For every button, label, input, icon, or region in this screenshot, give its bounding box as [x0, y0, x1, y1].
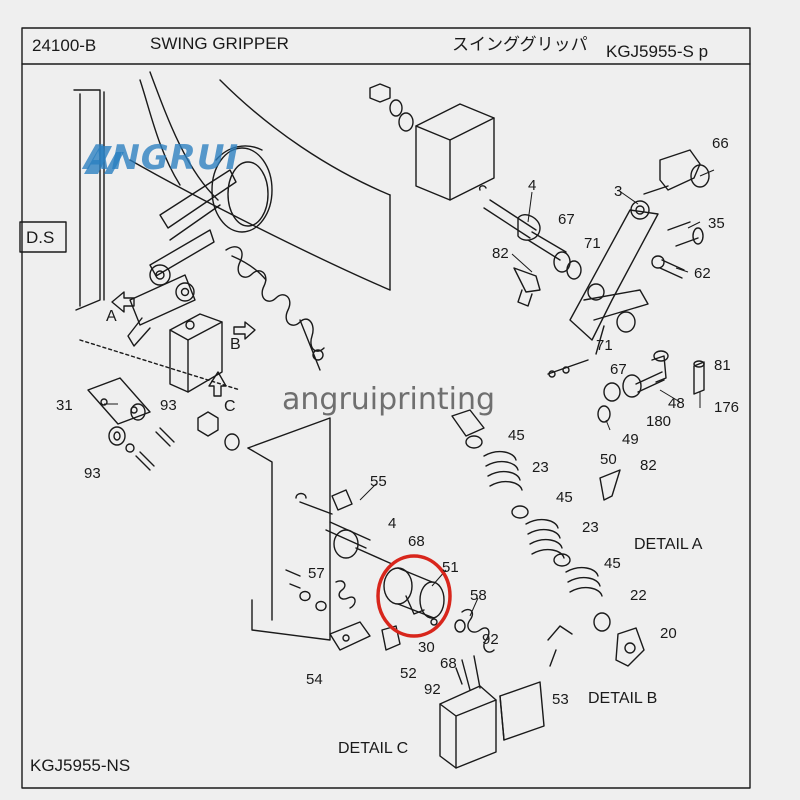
brand-logo: ANGRUI — [84, 138, 240, 178]
callout-4-lower: 4 — [388, 515, 397, 532]
detail-c-parts — [285, 489, 545, 769]
ds-tag: D.S — [26, 228, 55, 247]
drawing-title-jp: スインググリッパ — [452, 35, 588, 54]
cam-disc — [211, 145, 273, 233]
callout-67: 67 — [558, 211, 575, 228]
collar-51 — [383, 567, 445, 619]
swing-arm-linkage — [127, 169, 237, 347]
callout-66: 66 — [712, 135, 729, 152]
callout-51: 51 — [442, 559, 459, 576]
callout-54: 54 — [306, 671, 323, 688]
nuts-and-washers — [197, 411, 240, 451]
callout-180: 180 — [646, 413, 672, 430]
callout-45-b: 45 — [556, 489, 573, 506]
tension-spring — [225, 246, 325, 371]
callout-31: 31 — [56, 397, 73, 414]
swing-arm-detail-a — [569, 149, 710, 341]
callout-68-lower: 68 — [440, 655, 457, 672]
callout-22: 22 — [630, 587, 647, 604]
detail-c-title: DETAIL C — [338, 740, 409, 757]
callout-23-b: 23 — [582, 519, 599, 536]
view-arrow-c — [208, 371, 227, 397]
callout-55: 55 — [370, 473, 387, 490]
callout-82-lower: 82 — [640, 457, 657, 474]
callout-3: 3 — [614, 183, 623, 200]
callout-82: 82 — [492, 245, 509, 262]
view-arrow-b — [233, 321, 256, 340]
side-frame — [73, 89, 105, 311]
top-nut-stack — [369, 83, 414, 132]
callout-93-b: 93 — [84, 465, 101, 482]
callout-176: 176 — [714, 399, 740, 416]
view-label-a: A — [106, 308, 117, 325]
callout-4: 4 — [528, 177, 537, 194]
spring-stack-detail-b — [451, 409, 645, 667]
callout-62: 62 — [694, 265, 711, 282]
callout-68: 68 — [408, 533, 425, 550]
bolt-82-top — [513, 267, 541, 307]
callout-45-a: 45 — [508, 427, 525, 444]
stud-48-81 — [603, 350, 705, 402]
pin-35-bolt-62 — [651, 221, 704, 279]
callout-81: 81 — [714, 357, 731, 374]
callout-20: 20 — [660, 625, 677, 642]
callout-45-c: 45 — [604, 555, 621, 572]
bracket-31 — [79, 339, 241, 425]
callout-48: 48 — [668, 395, 685, 412]
detail-a-title: DETAIL A — [634, 536, 703, 553]
footer-part-reference: KGJ5955-NS — [30, 756, 131, 775]
sheet-border — [21, 27, 751, 789]
drawing-title: SWING GRIPPER — [150, 34, 289, 53]
roller-67-pin-71 — [547, 311, 636, 378]
highlight-circle — [376, 554, 452, 638]
callout-58: 58 — [470, 587, 487, 604]
callout-leaders — [104, 169, 715, 617]
logo-icon — [84, 146, 124, 174]
callout-93-a: 93 — [160, 397, 177, 414]
drawing-code: 24100-B — [32, 36, 97, 55]
callout-53: 53 — [552, 691, 569, 708]
callout-49: 49 — [622, 431, 639, 448]
callout-71: 71 — [584, 235, 601, 252]
center-frame-panel — [247, 417, 331, 641]
gripper-drum — [129, 71, 391, 291]
stop-block — [169, 313, 223, 393]
washers-93 — [108, 403, 175, 471]
callout-92-a: 92 — [482, 631, 499, 648]
view-label-b: B — [230, 336, 241, 353]
mounting-block — [415, 103, 495, 201]
callout-57: 57 — [308, 565, 325, 582]
ds-tag-box — [19, 221, 67, 253]
callout-92-b: 92 — [424, 681, 441, 698]
part-reference: KGJ5955-S p — [606, 42, 709, 61]
bearings-67-71 — [553, 251, 582, 280]
callout-50: 50 — [600, 451, 617, 468]
detail-b-title: DETAIL B — [588, 690, 658, 707]
view-label-c: C — [224, 398, 236, 415]
callout-71-lower: 71 — [596, 337, 613, 354]
callout-23-a: 23 — [532, 459, 549, 476]
callout-35: 35 — [708, 215, 725, 232]
washers-49-50 — [597, 405, 621, 501]
callout-67-lower: 67 — [610, 361, 627, 378]
callout-30: 30 — [418, 639, 435, 656]
watermark-text: angruiprinting — [282, 382, 496, 417]
callout-52: 52 — [400, 665, 417, 682]
view-arrow-a — [111, 291, 135, 313]
